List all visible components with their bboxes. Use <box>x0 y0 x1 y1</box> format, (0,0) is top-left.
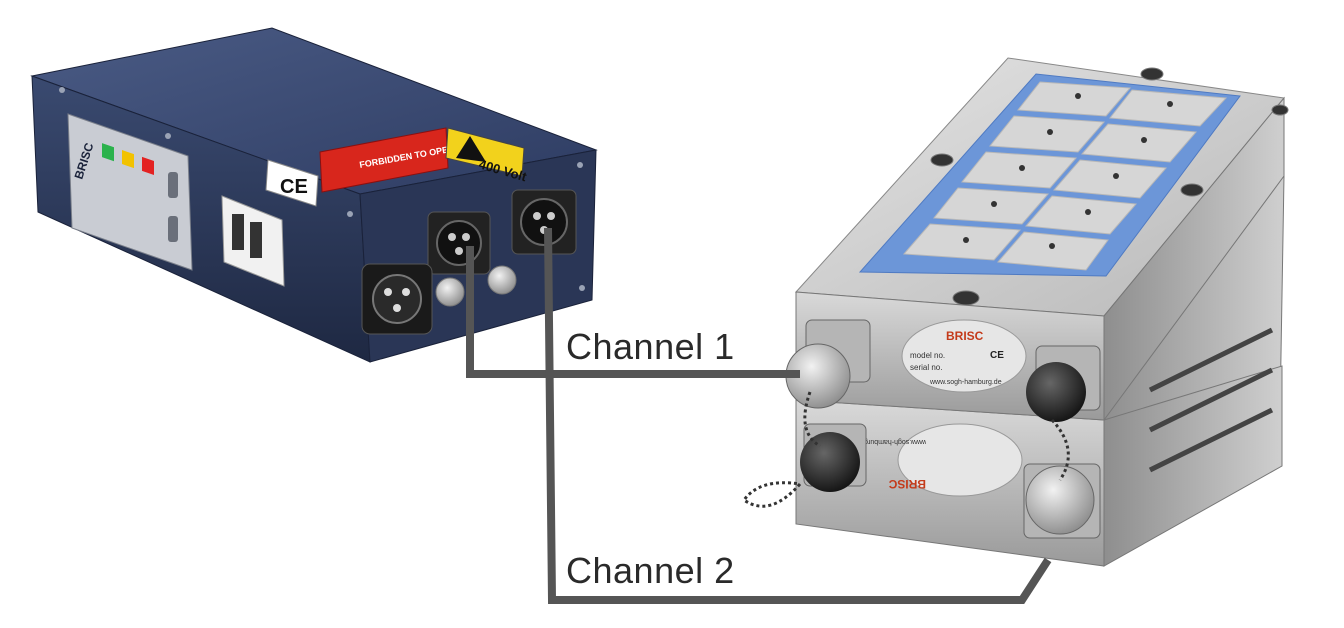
panel-switch-bottom[interactable] <box>168 216 178 242</box>
lower-connector-left[interactable] <box>800 423 867 492</box>
channel-1-label: Channel 1 <box>566 326 735 367</box>
warning-sticker: FORBIDDEN TO OPEN <box>319 127 455 193</box>
nameplate-lower: www.sogh-hamburg.de BRISC <box>854 423 1023 497</box>
power-input-connector[interactable] <box>361 263 433 335</box>
upper-model-field: model no. <box>910 351 945 360</box>
indicator-yellow <box>122 150 134 169</box>
high-voltage-icon <box>456 136 486 162</box>
dust-cap-chain <box>741 481 802 508</box>
nameplate-upper: BRISC CE model no. serial no. www.sogh-h… <box>901 319 1027 393</box>
control-panel <box>67 113 193 271</box>
lower-website: www.sogh-hamburg.de <box>854 438 927 445</box>
side-slots <box>1148 327 1274 473</box>
magnet-stack: www.sogh-hamburg.de BRISC <box>741 57 1289 567</box>
controller-ce: CE <box>280 176 308 198</box>
circuit-breaker[interactable] <box>221 195 285 287</box>
ce-sticker: CE <box>265 159 319 207</box>
output-socket-1[interactable] <box>427 211 491 275</box>
lower-brand: BRISC <box>888 477 926 491</box>
lower-connector-right[interactable] <box>1023 463 1101 539</box>
upper-website: www.sogh-hamburg.de <box>929 379 1002 386</box>
cable-gland-1 <box>435 277 465 307</box>
controller-unit: BRISC CE FORBIDDEN TO OPEN 400 Volt <box>30 27 598 363</box>
cable-gland-2 <box>487 265 517 295</box>
indicator-green <box>102 143 114 162</box>
pole-grid <box>858 73 1241 277</box>
dust-cap-chain-right <box>1050 418 1070 481</box>
cable-channel-1 <box>466 246 800 378</box>
dust-cap-chain-upper <box>803 391 821 448</box>
upper-serial-field: serial no. <box>910 363 942 372</box>
upper-ce: CE <box>990 350 1004 361</box>
upper-connector-left[interactable] <box>785 319 871 409</box>
output-socket-2[interactable] <box>511 189 577 255</box>
upper-connector-right[interactable] <box>1026 345 1101 422</box>
magnet-upper: BRISC CE model no. serial no. www.sogh-h… <box>785 57 1289 481</box>
indicator-red <box>142 156 154 176</box>
channel-2-label: Channel 2 <box>566 550 735 591</box>
mounting-holes <box>930 67 1289 306</box>
panel-switch-top[interactable] <box>168 172 178 198</box>
upper-brand: BRISC <box>946 329 984 343</box>
cables <box>466 227 1052 604</box>
cable-channel-2 <box>544 227 1052 604</box>
